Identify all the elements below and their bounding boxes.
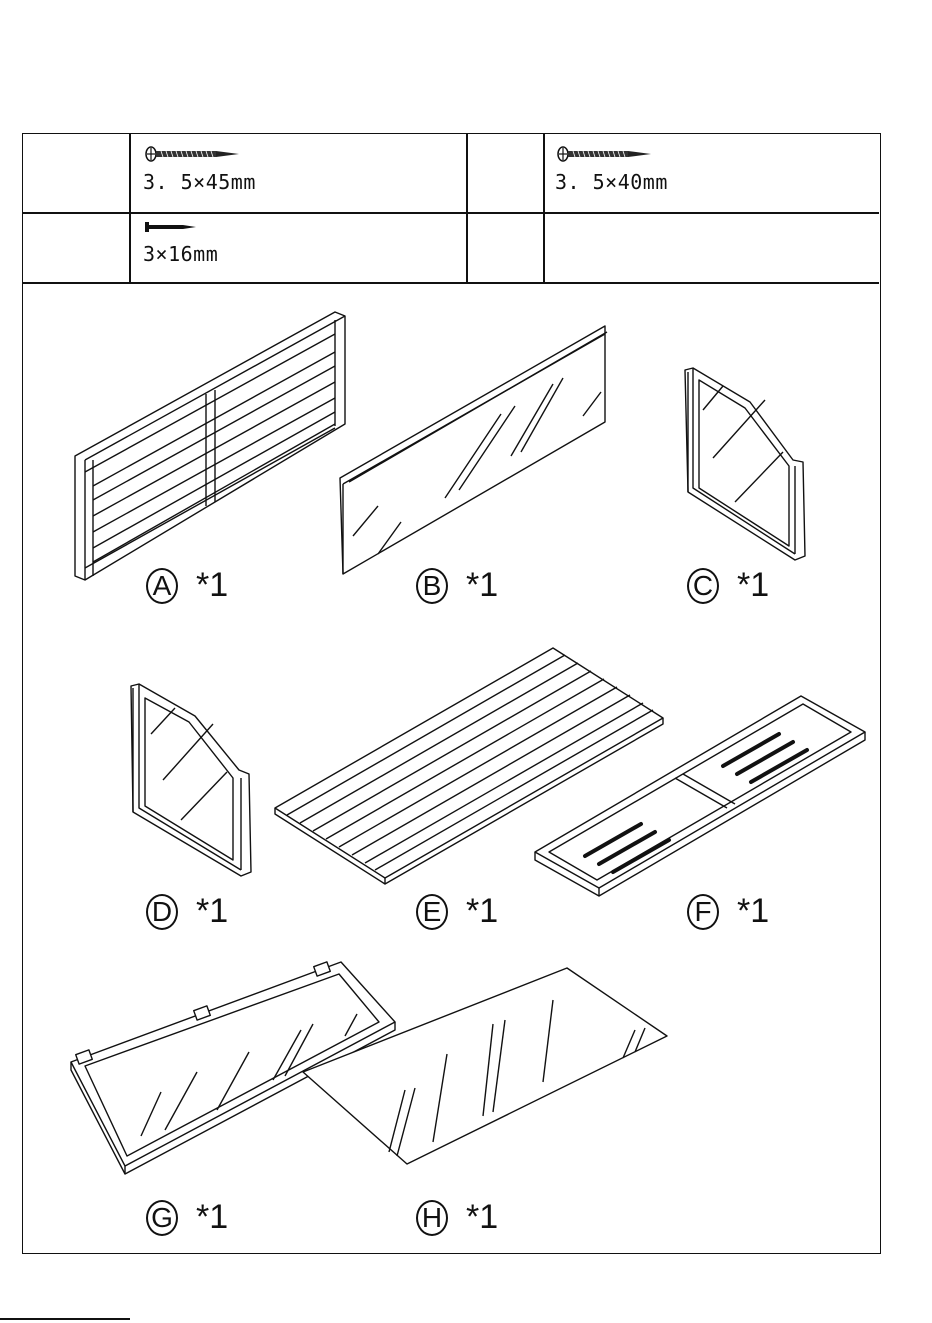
hardware-cell-nail-16: 3×16mm [129,212,466,282]
part-letter: G [146,1200,178,1236]
parts-sheet: 3. 5×45mm 3. 5×40mm [22,133,881,1254]
part-quantity: *1 [737,892,769,931]
table-divider [466,134,468,284]
part-label-d: D *1 [146,892,228,931]
hardware-spec: 3. 5×45mm [143,170,256,194]
part-label-b: B *1 [416,566,498,605]
footer-rule [0,1318,130,1320]
part-label-f: F *1 [687,892,769,931]
part-letter: A [146,568,178,604]
part-d-drawing [131,684,251,876]
parts-area: A *1 B *1 C *1 D *1 E *1 F *1 G *1 H *1 [23,284,879,1252]
part-letter: B [416,568,448,604]
hardware-cell-screw-45: 3. 5×45mm [129,134,466,212]
part-letter: F [687,894,719,930]
long-screw-icon [145,146,241,162]
part-a-drawing [75,312,345,580]
part-quantity: *1 [466,566,498,605]
part-label-g: G *1 [146,1198,228,1237]
part-quantity: *1 [466,1198,498,1237]
part-quantity: *1 [196,892,228,931]
part-letter: E [416,894,448,930]
hardware-spec: 3. 5×40mm [555,170,668,194]
part-quantity: *1 [196,566,228,605]
hardware-table: 3. 5×45mm 3. 5×40mm [23,134,879,284]
long-screw-icon [557,146,653,162]
part-letter: D [146,894,178,930]
hardware-spec: 3×16mm [143,242,218,266]
short-nail-icon [145,221,197,233]
part-letter: C [687,568,719,604]
part-b-drawing [340,326,607,574]
part-letter: H [416,1200,448,1236]
part-label-c: C *1 [687,566,769,605]
part-c-drawing [685,368,805,560]
part-label-a: A *1 [146,566,228,605]
part-quantity: *1 [466,892,498,931]
part-quantity: *1 [196,1198,228,1237]
part-quantity: *1 [737,566,769,605]
hardware-cell-screw-40: 3. 5×40mm [543,134,879,212]
part-label-h: H *1 [416,1198,498,1237]
part-label-e: E *1 [416,892,498,931]
